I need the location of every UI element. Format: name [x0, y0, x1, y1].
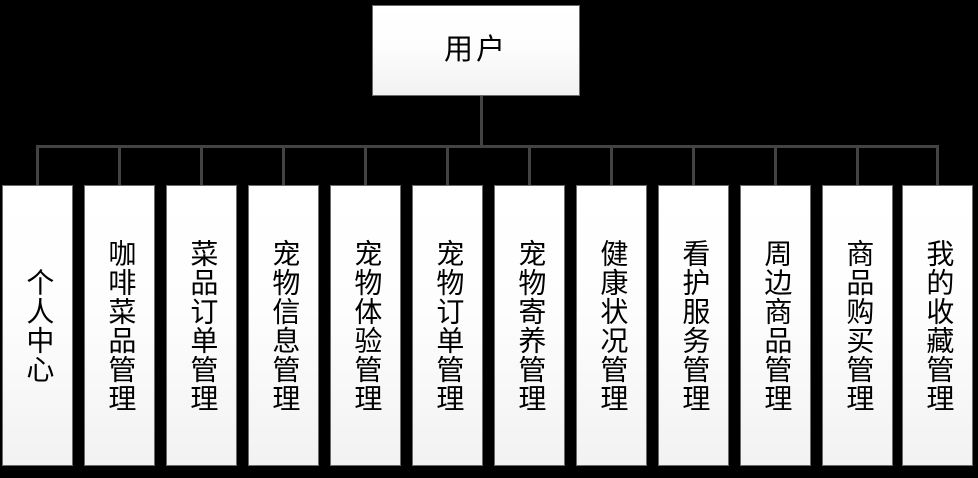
branch-drop-4 [282, 145, 285, 187]
node-goods-purchase-management[interactable]: 商品购买管理 [822, 185, 897, 470]
branch-drop-10 [774, 145, 777, 187]
root-node-label: 用户 [443, 34, 508, 66]
node-pet-order-management[interactable]: 宠物订单管理 [412, 185, 487, 470]
node-root-user[interactable]: 用户 [372, 5, 584, 100]
node-care-service-management[interactable]: 看护服务管理 [658, 185, 733, 470]
node-label: 个人中心 [22, 267, 54, 384]
branch-drop-2 [118, 145, 121, 187]
node-label: 宠物订单管理 [432, 238, 464, 413]
horizontal-bus-line [36, 145, 938, 148]
node-pet-experience-management[interactable]: 宠物体验管理 [330, 185, 405, 470]
node-coffee-dish-management[interactable]: 咖啡菜品管理 [84, 185, 159, 470]
branch-drop-12 [936, 145, 939, 187]
branch-drop-11 [856, 145, 859, 187]
branch-drop-5 [364, 145, 367, 187]
node-dish-order-management[interactable]: 菜品订单管理 [166, 185, 241, 470]
branch-drop-1 [36, 145, 39, 187]
node-label: 健康状况管理 [596, 238, 628, 413]
branch-drop-6 [446, 145, 449, 187]
node-health-status-management[interactable]: 健康状况管理 [576, 185, 651, 470]
node-label: 我的收藏管理 [922, 238, 954, 413]
node-pet-info-management[interactable]: 宠物信息管理 [248, 185, 323, 470]
branch-drop-8 [610, 145, 613, 187]
node-label: 商品购买管理 [842, 238, 874, 413]
node-my-favorites-management[interactable]: 我的收藏管理 [902, 185, 977, 470]
node-label: 看护服务管理 [678, 238, 710, 413]
node-label: 周边商品管理 [760, 238, 792, 413]
node-label: 宠物体验管理 [350, 238, 382, 413]
root-connector-stem [480, 94, 483, 147]
node-label: 宠物信息管理 [268, 238, 300, 413]
branch-drop-7 [528, 145, 531, 187]
node-label: 菜品订单管理 [186, 238, 218, 413]
node-label: 宠物寄养管理 [514, 238, 546, 413]
branch-drop-9 [692, 145, 695, 187]
node-peripheral-goods-management[interactable]: 周边商品管理 [740, 185, 815, 470]
node-pet-boarding-management[interactable]: 宠物寄养管理 [494, 185, 569, 470]
node-label: 咖啡菜品管理 [104, 238, 136, 413]
node-personal-center[interactable]: 个人中心 [2, 185, 77, 470]
branch-drop-3 [200, 145, 203, 187]
